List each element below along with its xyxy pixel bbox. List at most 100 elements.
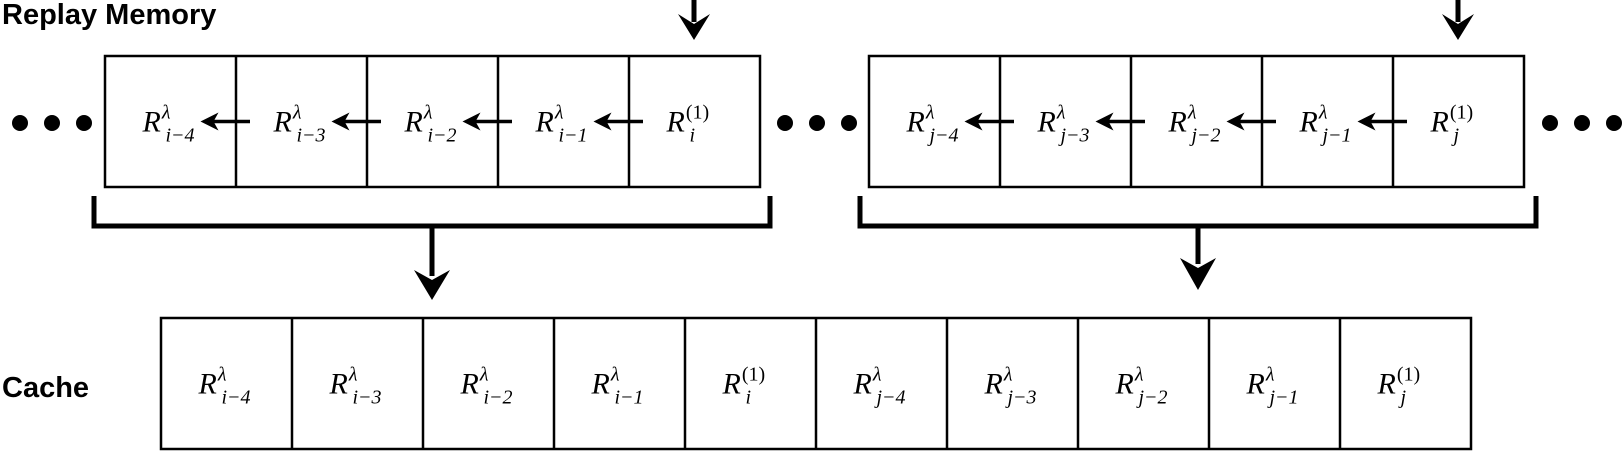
memory-cell: Rλi−2 (421, 318, 513, 449)
cell-subscript: i−4 (222, 387, 251, 409)
shift-arrow-head (331, 112, 350, 131)
cell-subscript: i−4 (166, 125, 195, 147)
row-border (867, 54, 1526, 189)
ellipsis-left (12, 115, 92, 131)
cell-symbol: Rλ (1037, 102, 1066, 139)
cell-base: R (853, 368, 872, 401)
cell-subscript: i−1 (615, 387, 644, 409)
cell-subscript: i (690, 125, 696, 147)
bracket-j (857, 196, 1539, 290)
cell-symbol: Rλ (906, 102, 935, 139)
memory-cell: R(1)i (683, 318, 766, 449)
cell-superscript: λ (1134, 364, 1144, 386)
cell-subscript: j (1451, 125, 1460, 147)
cell-base: R (1246, 368, 1265, 401)
cell-symbol: Rλ (198, 364, 227, 401)
cell-subscript: i−2 (428, 125, 457, 147)
cell-symbol: Rλ (853, 364, 882, 401)
cell-superscript: λ (1318, 102, 1328, 124)
memory-cell: Rλi−1 (552, 318, 644, 449)
cell-superscript: λ (1056, 102, 1066, 124)
cell-base: R (404, 106, 423, 139)
cell-symbol: R(1) (666, 102, 710, 139)
cell-superscript: λ (1187, 102, 1197, 124)
memory-cell: Rλi−3 (234, 56, 381, 187)
cell-symbol: Rλ (404, 102, 433, 139)
cell-base: R (722, 368, 741, 401)
cell-base: R (666, 106, 685, 139)
cell-symbol: Rλ (273, 102, 302, 139)
memory-cell: Rλi−4 (142, 102, 250, 147)
cell-symbol: Rλ (460, 364, 489, 401)
memory-cell: R(1)j (1338, 318, 1420, 449)
cell-superscript: λ (872, 364, 882, 386)
input-arrow-j (1442, 0, 1474, 40)
cell-superscript: λ (217, 364, 227, 386)
cell-subscript: j−2 (1136, 387, 1168, 409)
replay-memory-label: Replay Memory (2, 0, 216, 31)
input-arrow-i (678, 0, 710, 40)
cell-base: R (1299, 106, 1318, 139)
cell-symbol: R(1) (1430, 102, 1474, 139)
memory-cell: Rλj−3 (998, 56, 1145, 187)
cell-subscript: i (746, 387, 752, 409)
shift-arrow-head (593, 112, 612, 131)
cell-base: R (273, 106, 292, 139)
cell-symbol: Rλ (1168, 102, 1197, 139)
cell-base: R (1115, 368, 1134, 401)
memory-cell: Rλi−1 (496, 56, 643, 187)
cell-subscript: i−1 (559, 125, 588, 147)
cache-label: Cache (2, 372, 89, 404)
cell-base: R (906, 106, 925, 139)
memory-cell: R(1)j (1391, 56, 1474, 187)
cell-subscript: i−3 (353, 387, 382, 409)
memory-cell: Rλi−2 (365, 56, 512, 187)
memory-cell: Rλj−4 (814, 318, 906, 449)
memory-cell: Rλj−1 (1207, 318, 1299, 449)
cell-subscript: j−3 (1005, 387, 1037, 409)
cell-superscript: (1) (1450, 102, 1473, 124)
cell-base: R (535, 106, 554, 139)
shift-arrow-head (200, 112, 219, 131)
memory-cell: Rλj−2 (1076, 318, 1168, 449)
memory-cell: Rλj−2 (1129, 56, 1276, 187)
cell-base: R (198, 368, 217, 401)
shift-arrow-head (1226, 112, 1245, 131)
ellipsis-middle (777, 115, 857, 131)
shift-arrow-head (1357, 112, 1376, 131)
cell-superscript: λ (161, 102, 171, 124)
row-border (103, 54, 762, 189)
cell-symbol: Rλ (142, 102, 171, 139)
memory-cell: Rλj−3 (945, 318, 1037, 449)
cell-superscript: λ (1265, 364, 1275, 386)
cell-base: R (142, 106, 161, 139)
ellipsis-right (1542, 115, 1622, 131)
cell-base: R (984, 368, 1003, 401)
memory-cell: Rλj−1 (1260, 56, 1407, 187)
cell-symbol: Rλ (1299, 102, 1328, 139)
cell-base: R (1037, 106, 1056, 139)
cell-superscript: λ (925, 102, 935, 124)
cell-symbol: R(1) (722, 364, 766, 401)
cell-base: R (1168, 106, 1187, 139)
shift-arrow-head (462, 112, 481, 131)
cell-subscript: j−4 (927, 125, 959, 147)
cell-superscript: λ (554, 102, 564, 124)
memory-cell: Rλi−4 (198, 364, 251, 409)
cell-superscript: λ (479, 364, 489, 386)
memory-cell: Rλi−3 (290, 318, 382, 449)
cell-subscript: j−2 (1189, 125, 1221, 147)
cell-superscript: λ (610, 364, 620, 386)
memory-cell: Rλj−4 (906, 102, 1014, 147)
bracket-i (91, 196, 773, 300)
cell-superscript: λ (348, 364, 358, 386)
cell-superscript: (1) (686, 102, 709, 124)
cell-subscript: i−2 (484, 387, 513, 409)
cell-symbol: Rλ (1246, 364, 1275, 401)
cell-subscript: j−1 (1320, 125, 1352, 147)
cell-subscript: j−4 (874, 387, 906, 409)
cell-base: R (329, 368, 348, 401)
cell-base: R (591, 368, 610, 401)
